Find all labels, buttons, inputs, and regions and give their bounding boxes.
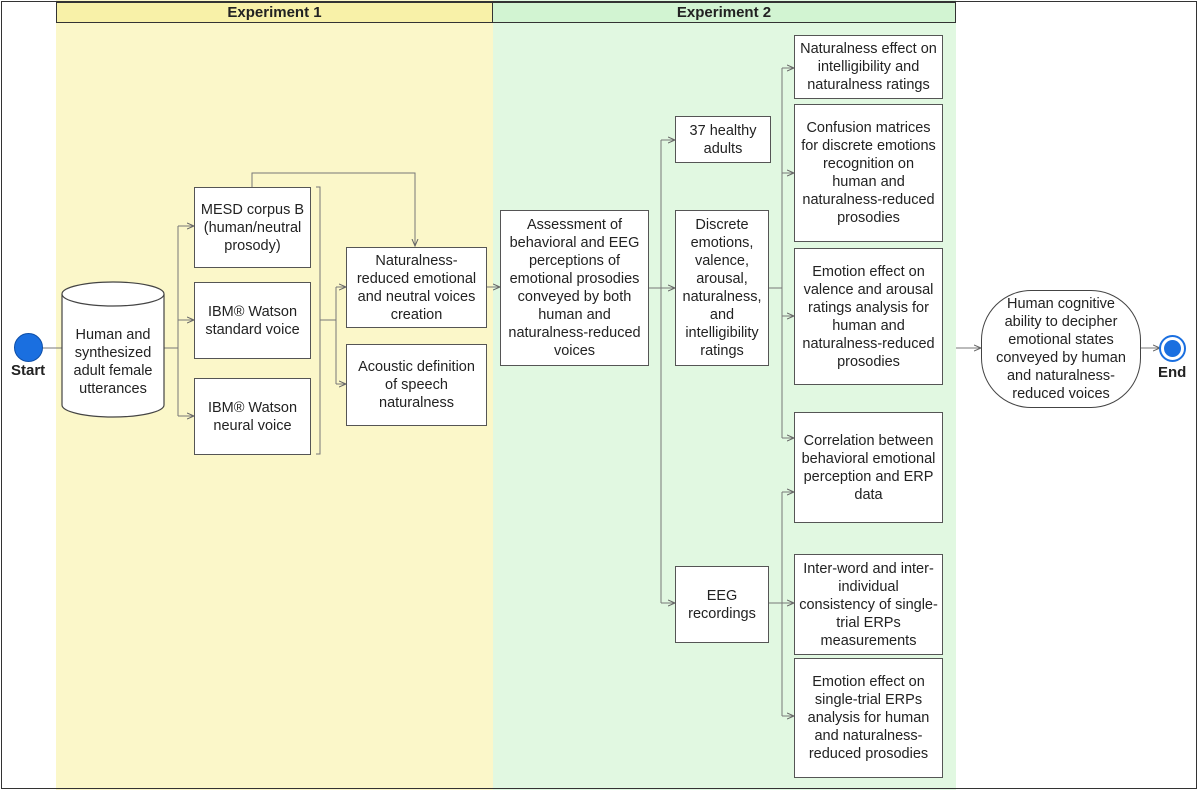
voices-creation-box: Naturalness-reduced emotional and neutra…	[346, 247, 487, 328]
database-cylinder	[61, 281, 165, 418]
outcome-label: Human cognitive ability to decipher emot…	[996, 296, 1126, 402]
connector-sources-out	[320, 287, 337, 384]
start-node	[14, 333, 43, 362]
connector-mesd-to-voices	[251, 172, 415, 246]
acoustic-definition-box: Acoustic definition of speech naturalnes…	[346, 344, 487, 426]
analysis-label-consistency: Inter-word and inter-individual consiste…	[799, 560, 938, 649]
connector-sources-bracket	[316, 186, 321, 455]
assessment-box: Assessment of behavioral and EEG percept…	[500, 210, 649, 366]
watson-neural-box: IBM® Watson neural voice	[194, 378, 311, 455]
analysis-box-consistency: Inter-word and inter-individual consiste…	[794, 554, 943, 655]
participants-label: 37 healthy adults	[689, 122, 757, 157]
connector-eeg-out	[769, 492, 783, 716]
analysis-box-erp-emotion: Emotion effect on single-trial ERPs anal…	[794, 658, 943, 778]
connector-assessment-out	[649, 140, 662, 603]
analysis-label-correlation: Correlation between behavioral emotional…	[801, 432, 936, 503]
analysis-label-naturalness: Naturalness effect on intelligibility an…	[800, 41, 937, 93]
mesd-corpus-label: MESD corpus B (human/neutral prosody)	[200, 201, 305, 254]
database-label: Human and synthesized adult female utter…	[73, 327, 153, 397]
start-label: Start	[11, 362, 46, 379]
eeg-recordings-box: EEG recordings	[675, 566, 769, 643]
participants-box: 37 healthy adults	[675, 116, 771, 163]
analysis-box-valence-arousal: Emotion effect on valence and arousal ra…	[794, 248, 943, 385]
analysis-box-correlation: Correlation between behavioral emotional…	[794, 412, 943, 523]
analysis-label-valence-arousal: Emotion effect on valence and arousal ra…	[802, 263, 935, 370]
experiment1-header: Experiment 1	[56, 2, 493, 23]
analysis-label-confusion: Confusion matrices for discrete emotions…	[801, 120, 936, 226]
ratings-label: Discrete emotions, valence, arousal, nat…	[682, 217, 762, 359]
experiment2-header: Experiment 2	[492, 2, 956, 23]
connector-ratings-out	[769, 68, 783, 438]
outcome-box: Human cognitive ability to decipher emot…	[981, 290, 1141, 408]
watson-standard-label: IBM® Watson standard voice	[205, 303, 300, 338]
acoustic-definition-label: Acoustic definition of speech naturalnes…	[358, 359, 475, 411]
voices-creation-label: Naturalness-reduced emotional and neutra…	[356, 252, 477, 323]
end-node	[1159, 335, 1186, 362]
end-node-core	[1164, 340, 1181, 357]
mesd-corpus-box: MESD corpus B (human/neutral prosody)	[194, 187, 311, 268]
analysis-box-confusion: Confusion matrices for discrete emotions…	[794, 104, 943, 242]
watson-neural-label: IBM® Watson neural voice	[207, 399, 298, 434]
assessment-label: Assessment of behavioral and EEG percept…	[508, 217, 641, 359]
analysis-label-erp-emotion: Emotion effect on single-trial ERPs anal…	[807, 674, 930, 762]
eeg-recordings-label: EEG recordings	[688, 587, 756, 622]
ratings-box: Discrete emotions, valence, arousal, nat…	[675, 210, 769, 366]
watson-standard-box: IBM® Watson standard voice	[194, 282, 311, 359]
connector-database-bracket	[164, 226, 179, 416]
analysis-box-naturalness: Naturalness effect on intelligibility an…	[794, 35, 943, 99]
end-label: End	[1158, 364, 1187, 381]
